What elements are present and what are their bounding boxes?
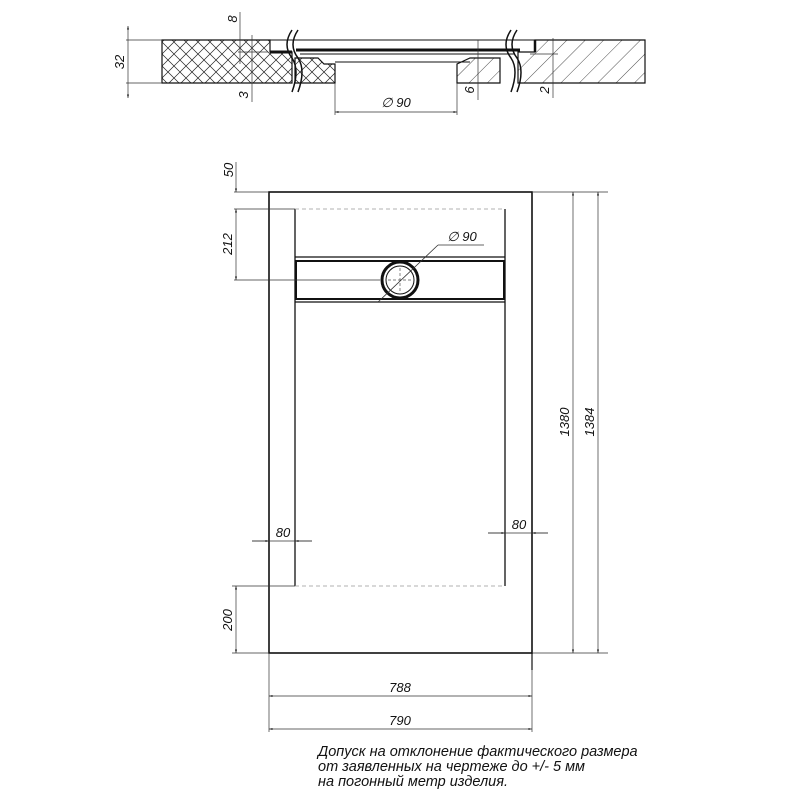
dim-top-margin: 50 xyxy=(221,162,236,177)
note-line: на погонный метр изделия. xyxy=(318,774,508,790)
dim-outer-width: 790 xyxy=(389,713,411,728)
break-mark-right xyxy=(505,29,516,93)
dim-drain-from-top: 212 xyxy=(220,232,235,255)
dim-drain-depth: 6 xyxy=(462,86,477,94)
dim-rim-offset: 3 xyxy=(236,91,251,99)
plan-view: ∅ 90 50 212 80 80 200 1380 1384 7 xyxy=(220,162,608,732)
dim-left-side-width: 80 xyxy=(276,525,291,540)
break-mark-left xyxy=(286,29,297,93)
dim-edge-offset: 2 xyxy=(537,86,552,95)
note-line: Допуск на отклонение фактического размер… xyxy=(318,744,638,760)
note-line: от заявленных на чертеже до +/- 5 мм xyxy=(318,759,585,775)
tolerance-note: Допуск на отклонение фактического размер… xyxy=(318,745,638,790)
dim-drain-diameter-plan: ∅ 90 xyxy=(447,229,477,244)
drain-icon xyxy=(380,260,420,300)
dim-drain-diameter-section: ∅ 90 xyxy=(381,95,411,110)
dim-thickness: 32 xyxy=(112,54,127,69)
section-view: 32 8 3 ∅ 90 6 2 xyxy=(112,12,646,115)
tray-outline xyxy=(268,191,533,654)
dim-bottom-margin: 200 xyxy=(220,608,235,631)
section-left-material xyxy=(161,39,293,84)
dim-right-side-width: 80 xyxy=(512,517,527,532)
dim-outer-length: 1384 xyxy=(582,408,597,437)
dim-inner-length: 1380 xyxy=(557,407,572,437)
dim-inner-width: 788 xyxy=(389,680,411,695)
dim-rim-depth: 8 xyxy=(225,15,240,23)
section-right-material xyxy=(517,39,646,84)
section-right-inner-material xyxy=(456,57,501,84)
